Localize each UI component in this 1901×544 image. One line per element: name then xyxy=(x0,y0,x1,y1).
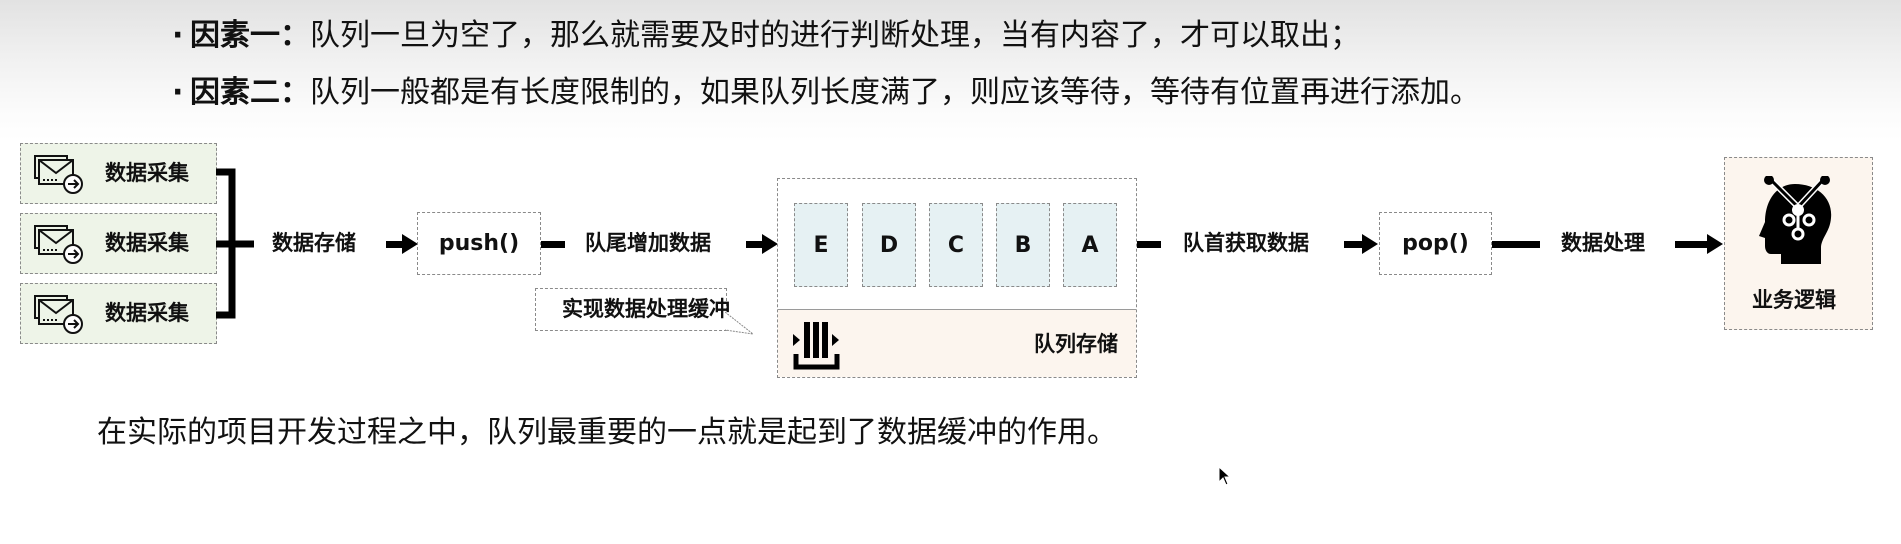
pop-box: pop() xyxy=(1379,212,1492,275)
edge-label-store: 数据存储 xyxy=(272,231,356,255)
edge-label-dequeue: 队首获取数据 xyxy=(1183,231,1309,255)
queue-storage-label: 队列存储 xyxy=(1034,332,1118,356)
summary-text: 在实际的项目开发过程之中，队列最重要的一点就是起到了数据缓冲的作用。 xyxy=(97,415,1117,450)
arrow-line xyxy=(1137,241,1161,248)
producer-box: 数据采集 xyxy=(20,213,217,274)
arrow-line xyxy=(1675,241,1709,248)
mail-send-icon xyxy=(34,155,83,194)
bullet-factor-one: ·因素一：队列一旦为空了，那么就需要及时的进行判断处理，当有内容了，才可以取出； xyxy=(172,16,1360,56)
bullet-text: 队列一般都是有长度限制的，如果队列长度满了，则应该等待，等待有位置再进行添加。 xyxy=(310,75,1480,110)
queue-cell: D xyxy=(862,203,916,287)
queue-cell: C xyxy=(929,203,983,287)
arrow-right-icon xyxy=(1362,234,1378,254)
producer-label: 数据采集 xyxy=(105,231,189,255)
producer-box: 数据采集 xyxy=(20,143,217,204)
consumer-label: 业务逻辑 xyxy=(1752,288,1836,312)
mail-send-icon xyxy=(34,295,83,334)
queue-cell: A xyxy=(1063,203,1117,287)
arrow-line xyxy=(1344,241,1364,248)
producer-box: 数据采集 xyxy=(20,283,217,344)
pop-label: pop() xyxy=(1402,231,1469,256)
arrow-line xyxy=(541,241,565,248)
callout-text: 实现数据处理缓冲 xyxy=(562,297,730,321)
arrow-right-icon xyxy=(1707,234,1723,254)
head-network-icon xyxy=(1759,176,1832,264)
arrow-line xyxy=(746,241,764,248)
mail-send-icon xyxy=(34,225,83,264)
push-box: push() xyxy=(417,212,541,275)
arrow-line xyxy=(1492,241,1540,248)
producer-label: 数据采集 xyxy=(105,161,189,185)
bullet-text: 队列一旦为空了，那么就需要及时的进行判断处理，当有内容了，才可以取出； xyxy=(310,18,1360,53)
queue-storage-section: 队列存储 xyxy=(778,309,1136,377)
mouse-cursor-icon xyxy=(1218,466,1232,486)
merge-bracket xyxy=(216,168,254,319)
edge-label-enqueue: 队尾增加数据 xyxy=(585,231,711,255)
bullet-factor-two: ·因素二：队列一般都是有长度限制的，如果队列长度满了，则应该等待，等待有位置再进… xyxy=(172,73,1480,113)
queue-cell: B xyxy=(996,203,1050,287)
queue-cell: E xyxy=(794,203,848,287)
arrow-right-icon xyxy=(402,234,418,254)
buffer-callout: 实现数据处理缓冲 xyxy=(535,288,730,331)
arrow-right-icon xyxy=(762,234,778,254)
queue-buffer-icon xyxy=(793,322,840,370)
bullet-key: 因素二： xyxy=(190,75,310,110)
bullet-dot: · xyxy=(172,75,184,110)
callout-pointer xyxy=(725,311,755,335)
push-label: push() xyxy=(438,231,520,256)
queue-container: E D C B A 队列存储 xyxy=(777,178,1137,378)
producer-label: 数据采集 xyxy=(105,301,189,325)
bullet-dot: · xyxy=(172,18,184,53)
edge-label-process: 数据处理 xyxy=(1561,231,1645,255)
bullet-key: 因素一： xyxy=(190,18,310,53)
consumer-box: 业务逻辑 xyxy=(1724,157,1873,330)
arrow-line xyxy=(386,241,404,248)
